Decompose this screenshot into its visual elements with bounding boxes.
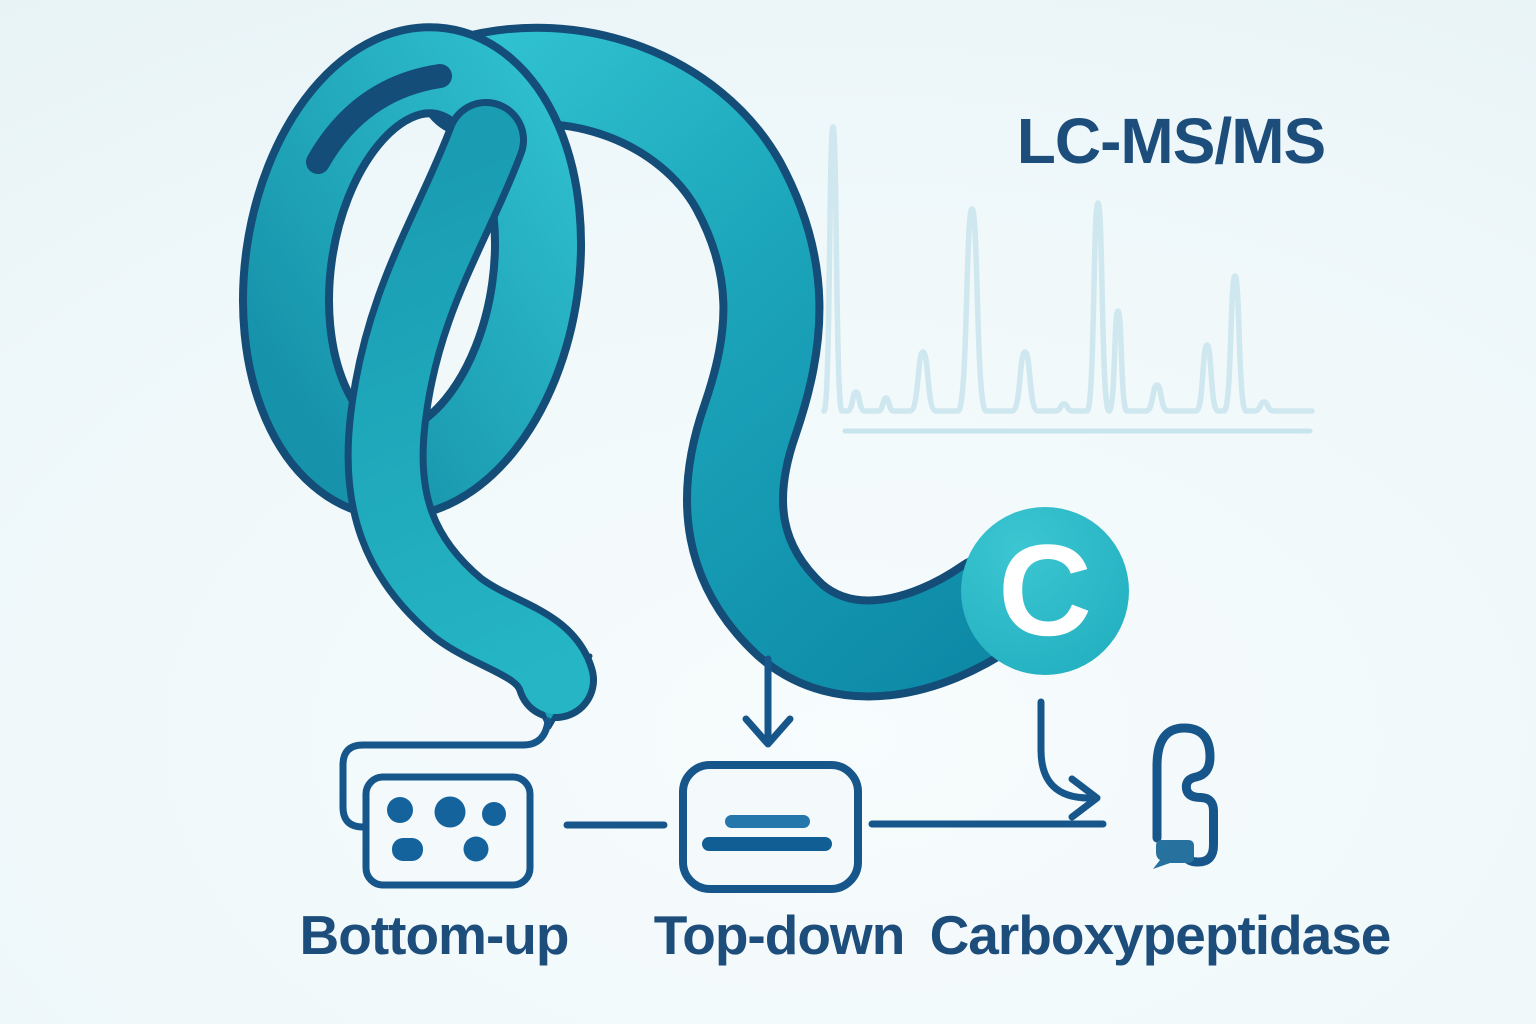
- ribbon-to-bottom-up-connector: [339, 717, 552, 831]
- lcms-title: LC-MS/MS: [1016, 105, 1326, 177]
- enzyme-icon: [1152, 723, 1218, 869]
- protein-bar-long: [702, 837, 832, 851]
- cleaved-residue-blob: [1153, 840, 1194, 869]
- label-top-down: Top-down: [653, 904, 906, 966]
- chromatogram-trace: [821, 124, 1315, 414]
- enzyme-outline: [1152, 723, 1218, 867]
- fragment-dot: [387, 797, 413, 823]
- peptide-fragments-icon: [362, 773, 534, 889]
- ribbon-strand-left: [351, 106, 590, 714]
- c-terminus-label: C: [998, 517, 1092, 663]
- fragment-pill: [392, 838, 423, 861]
- down-arrow: [742, 655, 794, 748]
- label-bottom-up: Bottom-up: [299, 904, 570, 966]
- connectors: [339, 655, 1107, 831]
- fragment-dot: [463, 836, 489, 862]
- label-carboxypeptidase: Carboxypeptidase: [929, 904, 1392, 966]
- fragment-dot: [434, 796, 466, 828]
- protein-bar-short: [725, 815, 810, 828]
- lcms-chromatogram: [821, 124, 1315, 434]
- c-terminus-circle: [961, 507, 1129, 675]
- c-to-enzyme-curved-arrow: [1037, 698, 1101, 821]
- ribbon-loop-fold-shadow: [306, 64, 452, 174]
- intact-protein-icon: [679, 761, 862, 893]
- fragment-dot: [482, 802, 506, 826]
- protein-ribbon: [238, 23, 1129, 730]
- ribbon-strand-right: [426, 31, 1034, 693]
